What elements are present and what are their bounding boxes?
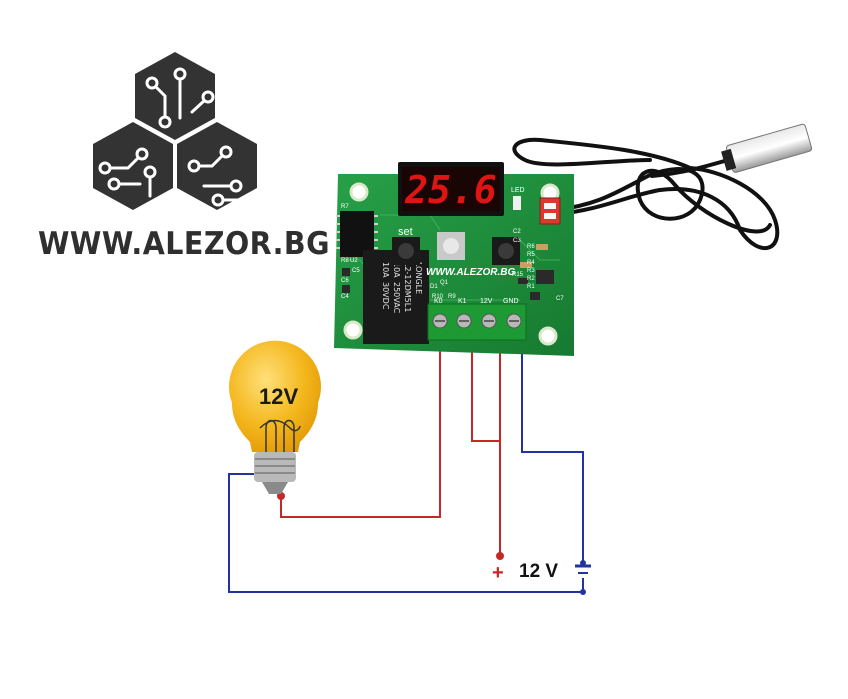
light-bulb-icon [228,340,321,494]
label-r15: R15 [512,272,524,278]
relay-brand: LONGLE [414,262,423,294]
relay-rating-ac: 250VAC [392,282,401,314]
label-r4: R4 [527,260,535,266]
hexagon-circuit-logo-icon [93,52,257,210]
terminal-label-k0: K0 [434,298,443,305]
label-c4: C4 [341,294,349,300]
relay-rating-amp2: 10A [381,262,390,278]
label-r3: R3 [527,268,535,274]
terminal-label-gnd: GND [503,298,519,305]
display-digits: 25.6 [404,168,497,212]
up-button[interactable] [437,232,465,260]
wire-k0-bulb [280,345,441,518]
temperature-probe-icon [512,123,813,251]
label-r5: R5 [527,252,535,258]
label-c7: C7 [556,296,564,302]
set-button[interactable] [392,237,420,265]
led-label: LED [511,187,525,194]
wire-battery-bulb [228,473,584,593]
site-url-logo-text: WWW.ALEZOR.BG [38,226,330,262]
relay-rating-dc: 30VDC [381,282,390,310]
label-d1: D1 [430,284,438,290]
terminal-label-k1: K1 [458,298,467,305]
label-r8: R8 [341,258,349,264]
thermostat-board: 25.6 LONGLE L2-12DM5L1 10A 250VAC 10A 30… [334,162,574,356]
wire-k1 [471,345,500,442]
wires [228,345,584,593]
wire-gnd [521,345,584,563]
power-label: 12 V [519,561,558,582]
relay [363,250,429,344]
label-r10: R10 [432,294,444,300]
terminal-block [427,303,527,341]
label-c3: C3 [513,238,521,244]
battery-plus: + [492,562,504,584]
label-r9: R9 [448,294,456,300]
relay-rating-amp: 10A [392,262,401,278]
bulb-label: 12V [259,384,298,409]
label-q1: Q1 [440,280,449,286]
battery-icon [575,564,591,574]
set-button-label: set [398,226,413,238]
label-r7: R7 [341,204,349,210]
label-u2: U2 [350,258,358,264]
relay-model: L2-12DM5L1 [403,262,412,312]
label-c5: C5 [352,268,360,274]
down-button[interactable] [492,237,520,265]
label-r2: R2 [527,276,535,282]
label-r1: R1 [527,284,535,290]
label-c2: C2 [513,229,521,235]
terminal-label-12v: 12V [480,298,493,305]
watermark: WWW.ALEZOR.BG [426,267,515,278]
label-r6: R6 [527,244,535,250]
label-c6: C6 [341,278,349,284]
